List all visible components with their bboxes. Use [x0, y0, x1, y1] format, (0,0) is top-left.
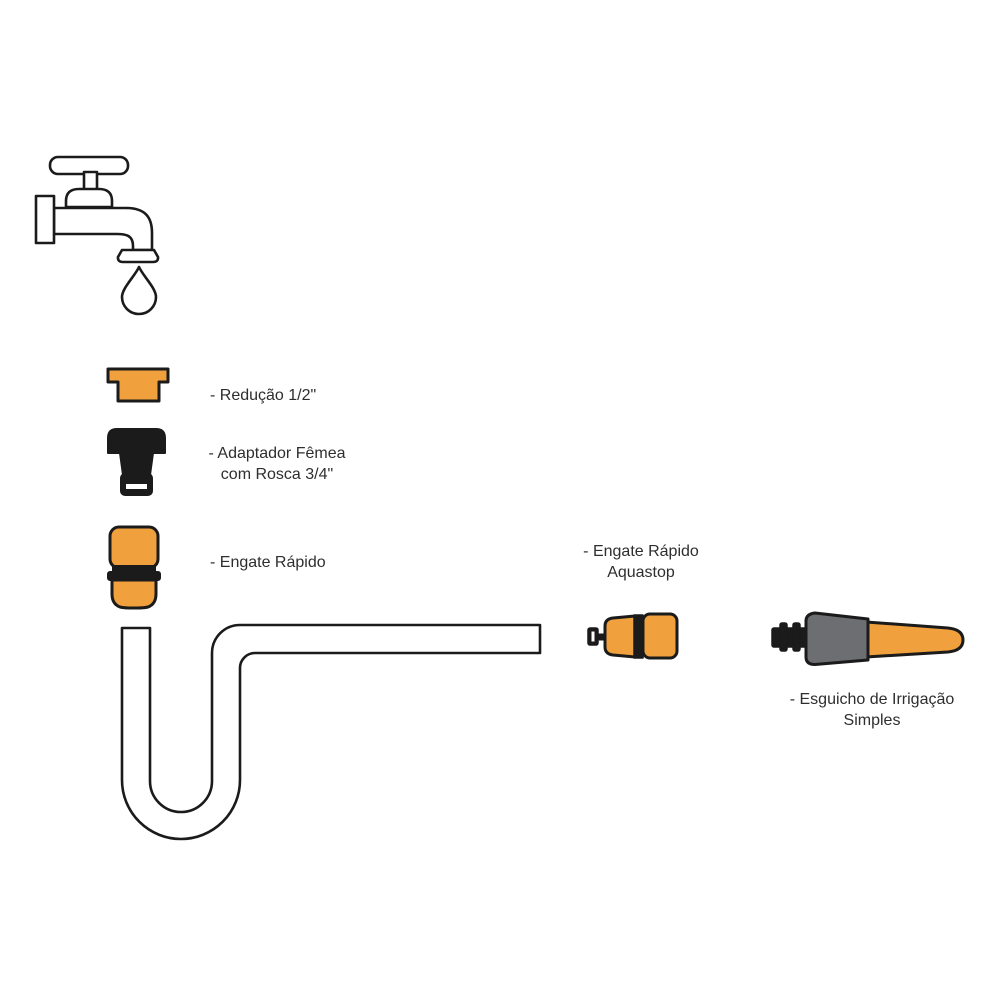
nozzle-body [804, 611, 870, 666]
label-esguicho: - Esguicho de Irrigação Simples [786, 689, 958, 731]
label-engate-aquastop-line1: - Engate Rápido [583, 543, 699, 560]
nozzle-tip [864, 620, 965, 659]
faucet-dome [64, 187, 114, 209]
label-esguicho-line2: Simples [843, 712, 901, 729]
faucet-icon [34, 155, 160, 264]
label-engate-rapido: - Engate Rápido [210, 554, 326, 571]
spray-nozzle-icon [771, 611, 965, 666]
label-adaptador-line2: com Rosca 3/4" [220, 466, 334, 483]
label-adaptador: - Adaptador Fêmea com Rosca 3/4" [197, 443, 357, 485]
faucet-spout-flange [116, 248, 160, 264]
nozzle-barb-ridge [792, 622, 801, 652]
aquastop-left-body [603, 614, 637, 659]
water-drop-icon [120, 265, 158, 316]
label-engate-aquastop-line2: Aquastop [607, 564, 675, 581]
adapter-slot [126, 484, 147, 489]
faucet-body [52, 206, 154, 252]
adapter-neck [119, 452, 154, 476]
label-esguicho-line1: - Esguicho de Irrigação [789, 691, 955, 708]
quick-connector-bottom [110, 578, 158, 610]
adapter-cap [107, 428, 166, 454]
aquastop-nub-slot [591, 631, 595, 642]
label-adaptador-line1: - Adaptador Fêmea [208, 445, 346, 462]
faucet-stem [82, 170, 99, 192]
aquastop-right-body [641, 612, 679, 660]
label-engate-aquastop: - Engate Rápido Aquastop [561, 541, 721, 583]
label-reducao: - Redução 1/2" [210, 387, 317, 404]
nozzle-barb-ridge [779, 622, 788, 652]
female-adapter-icon [107, 428, 166, 496]
aquastop-connector-icon [587, 612, 679, 660]
aquastop-stem [597, 633, 607, 641]
reducer-fitting-icon [106, 367, 170, 403]
nozzle-barb-base [771, 627, 811, 648]
hose-icon [120, 623, 542, 841]
faucet-wall-mount [34, 194, 56, 245]
quick-connector-top [108, 525, 160, 570]
quick-connector-icon [107, 525, 161, 610]
